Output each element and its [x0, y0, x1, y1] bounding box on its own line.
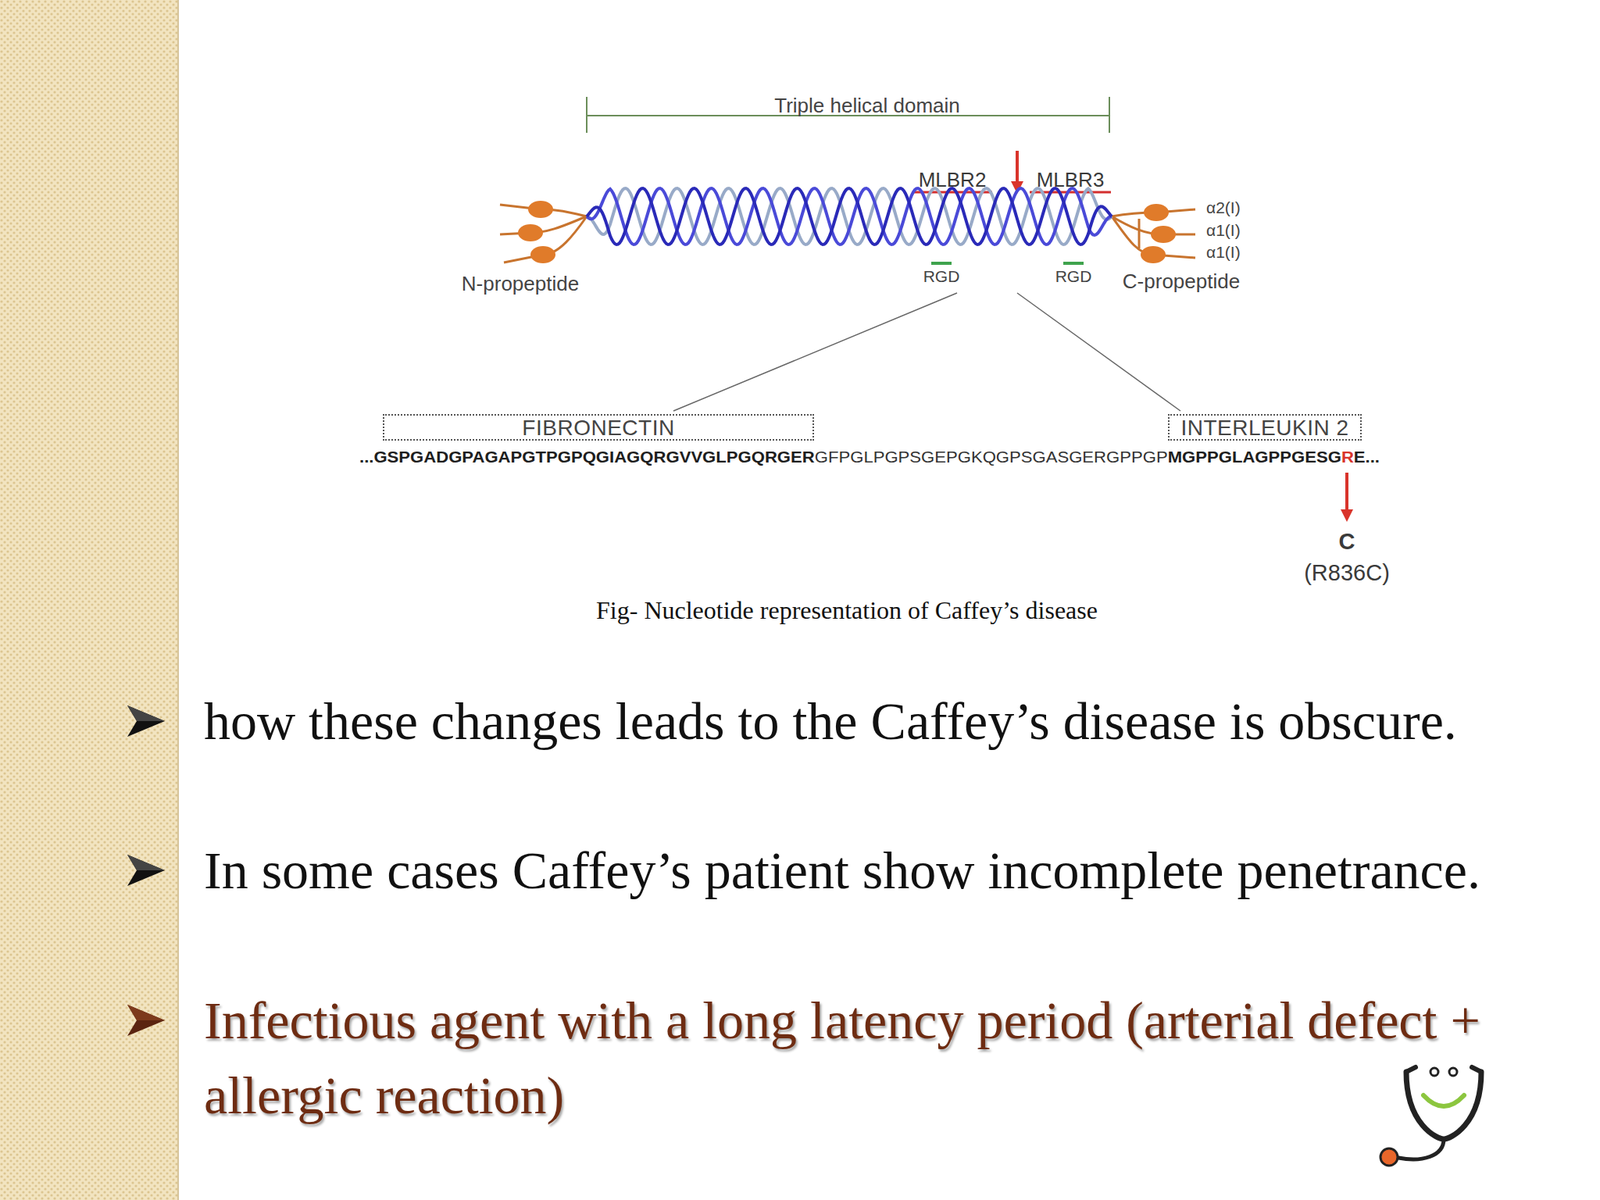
bullet-text: In some cases Caffey’s patient show inco…	[203, 832, 1517, 908]
region-label: MLBR3	[1036, 167, 1105, 193]
rgd-marks	[931, 261, 1084, 265]
box-label: INTERLEUKIN 2	[1181, 417, 1350, 440]
propeptide-label: C-propeptide	[1122, 269, 1240, 294]
sequence-segment: E...	[1353, 447, 1380, 466]
mlbr-underlines	[912, 191, 1111, 194]
bullet-text: how these changes leads to the Caffey’s …	[203, 683, 1517, 759]
propeptide-label: N-propeptide	[461, 271, 579, 297]
dotted-box: FIBRONECTIN	[382, 414, 815, 441]
chain-label: α2(I)	[1206, 198, 1241, 218]
dotted-box: INTERLEUKIN 2	[1167, 414, 1362, 441]
box-label: FIBRONECTIN	[521, 417, 675, 440]
bullet-text: Infectious agent with a long latency per…	[203, 982, 1517, 1133]
substituted-residue: C	[1339, 528, 1356, 555]
mutated-residue: R	[1341, 447, 1354, 466]
domain-label: Triple helical domain	[774, 93, 960, 118]
triple-helix	[586, 188, 1112, 245]
sequence-line: ...GSPGADGPAGAPGTPGPQGIAGQRGVVGLPGQRGERG…	[359, 446, 1380, 468]
sequence-segment: MGPPGLAGPPGESG	[1167, 447, 1342, 466]
bullet-arrows	[127, 705, 165, 1036]
chain-label: α1(I)	[1206, 242, 1241, 262]
mutation-site-arrow	[1015, 150, 1019, 188]
sequence-segment: GFPGLPGPSGEPGKQGPSGASGERGPPGP	[814, 447, 1168, 466]
motif-label: RGD	[923, 267, 961, 286]
side-strip	[0, 0, 179, 1200]
mutation-name: (R836C)	[1303, 560, 1390, 586]
motif-label: RGD	[1055, 267, 1093, 286]
strip-edge	[177, 0, 179, 1200]
region-label: MLBR2	[918, 167, 987, 193]
stethoscope-logo	[1380, 1067, 1482, 1166]
sequence-segment: ...GSPGADGPAGAPGTPGPQGIAGQRGVVGLPGQRGER	[359, 447, 815, 466]
figure-caption: Fig- Nucleotide representation of Caffey…	[596, 596, 1098, 625]
propeptide-blobs	[517, 200, 1176, 264]
leader-lines	[673, 292, 1181, 411]
mutation-arrow	[1345, 472, 1349, 516]
chain-label: α1(I)	[1206, 221, 1241, 240]
